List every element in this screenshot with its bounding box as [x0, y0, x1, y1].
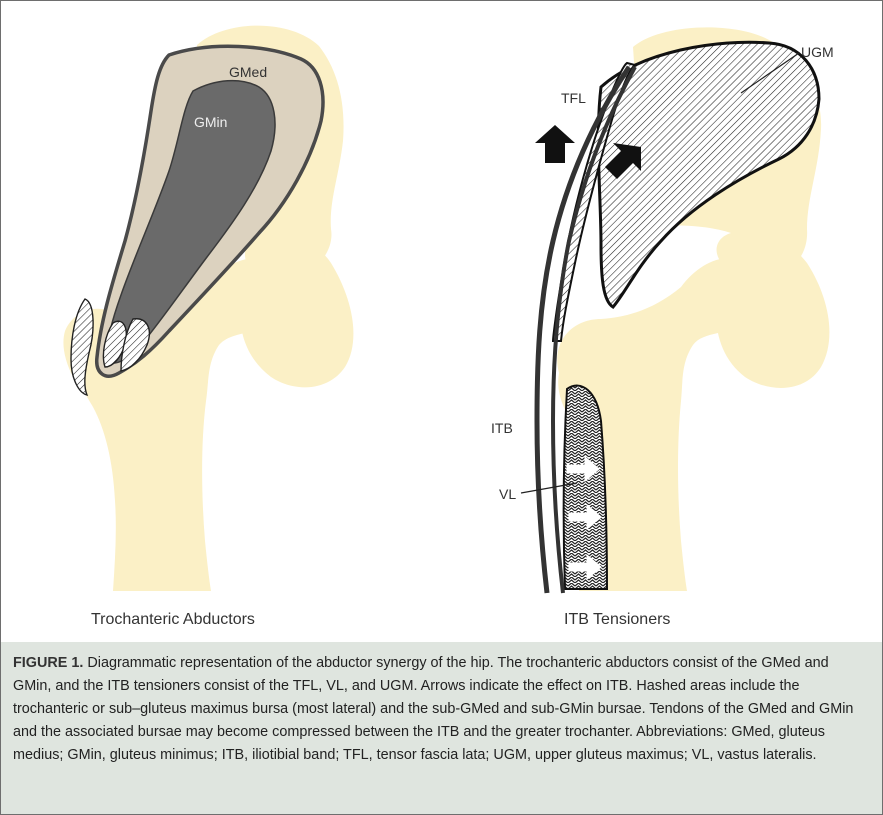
- ugm-label: UGM: [801, 44, 834, 60]
- figure-caption-text: Diagrammatic representation of the abduc…: [13, 655, 853, 763]
- vl-label: VL: [499, 486, 516, 502]
- left-panel: GMed GMin: [63, 26, 353, 591]
- right-panel: TFL UGM ITB VL: [491, 27, 834, 593]
- itb-label: ITB: [491, 420, 513, 436]
- figure-caption-label: FIGURE 1.: [13, 655, 83, 671]
- left-panel-caption: Trochanteric Abductors: [91, 611, 255, 629]
- right-panel-caption: ITB Tensioners: [564, 611, 670, 629]
- hip-diagram: GMed GMin: [1, 1, 882, 641]
- vl-muscle: [564, 386, 607, 589]
- figure-caption: FIGURE 1. Diagrammatic representation of…: [1, 642, 882, 814]
- gmed-label: GMed: [229, 64, 267, 80]
- gmin-label: GMin: [194, 114, 227, 130]
- tfl-label: TFL: [561, 90, 586, 106]
- tfl-arrow-up-icon: [535, 125, 575, 163]
